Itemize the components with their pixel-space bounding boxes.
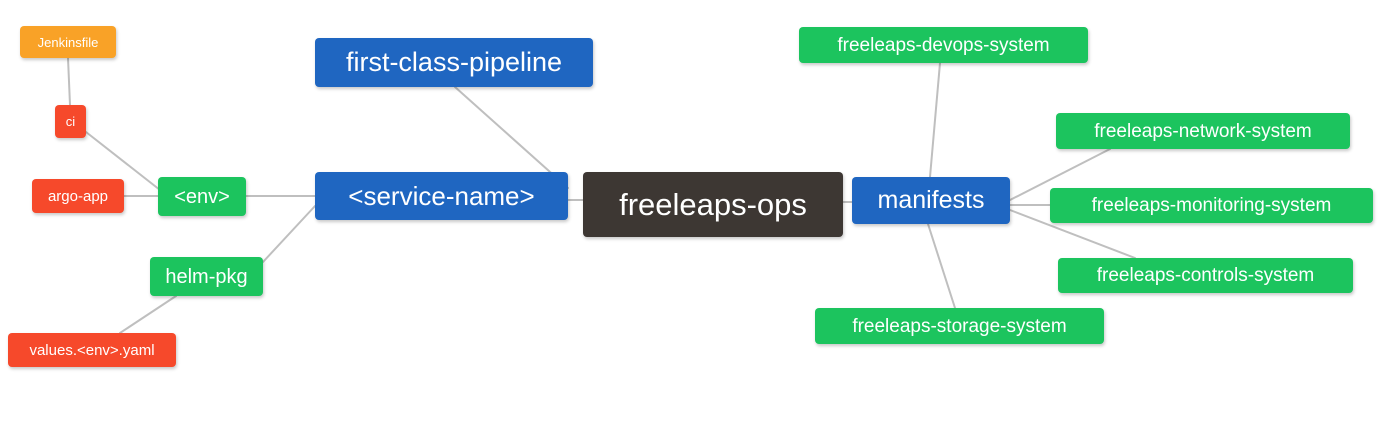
node-first-class-pipeline[interactable]: first-class-pipeline <box>315 38 593 87</box>
node-helm-pkg[interactable]: helm-pkg <box>150 257 263 296</box>
node-values-yaml[interactable]: values.<env>.yaml <box>8 333 176 367</box>
node-freeleaps-devops-system[interactable]: freeleaps-devops-system <box>799 27 1088 63</box>
node-freeleaps-storage-system[interactable]: freeleaps-storage-system <box>815 308 1104 344</box>
node-env[interactable]: <env> <box>158 177 246 216</box>
node-jenkinsfile[interactable]: Jenkinsfile <box>20 26 116 58</box>
node-argo-app[interactable]: argo-app <box>32 179 124 213</box>
node-freeleaps-monitoring-system[interactable]: freeleaps-monitoring-system <box>1050 188 1373 223</box>
node-freeleaps-controls-system[interactable]: freeleaps-controls-system <box>1058 258 1353 293</box>
edge-helm-pkg-to-values-yaml <box>119 295 177 334</box>
node-freeleaps-ops[interactable]: freeleaps-ops <box>583 172 843 237</box>
node-ci[interactable]: ci <box>55 105 86 138</box>
edge-jenkinsfile-to-ci <box>67 57 71 106</box>
edge-manifests-to-freeleaps-storage-system <box>927 223 956 309</box>
node-freeleaps-network-system[interactable]: freeleaps-network-system <box>1056 113 1350 149</box>
edge-manifests-to-freeleaps-devops-system <box>929 62 941 178</box>
edge-service-name-to-helm-pkg <box>262 205 316 263</box>
node-service-name[interactable]: <service-name> <box>315 172 568 220</box>
node-manifests[interactable]: manifests <box>852 177 1010 224</box>
